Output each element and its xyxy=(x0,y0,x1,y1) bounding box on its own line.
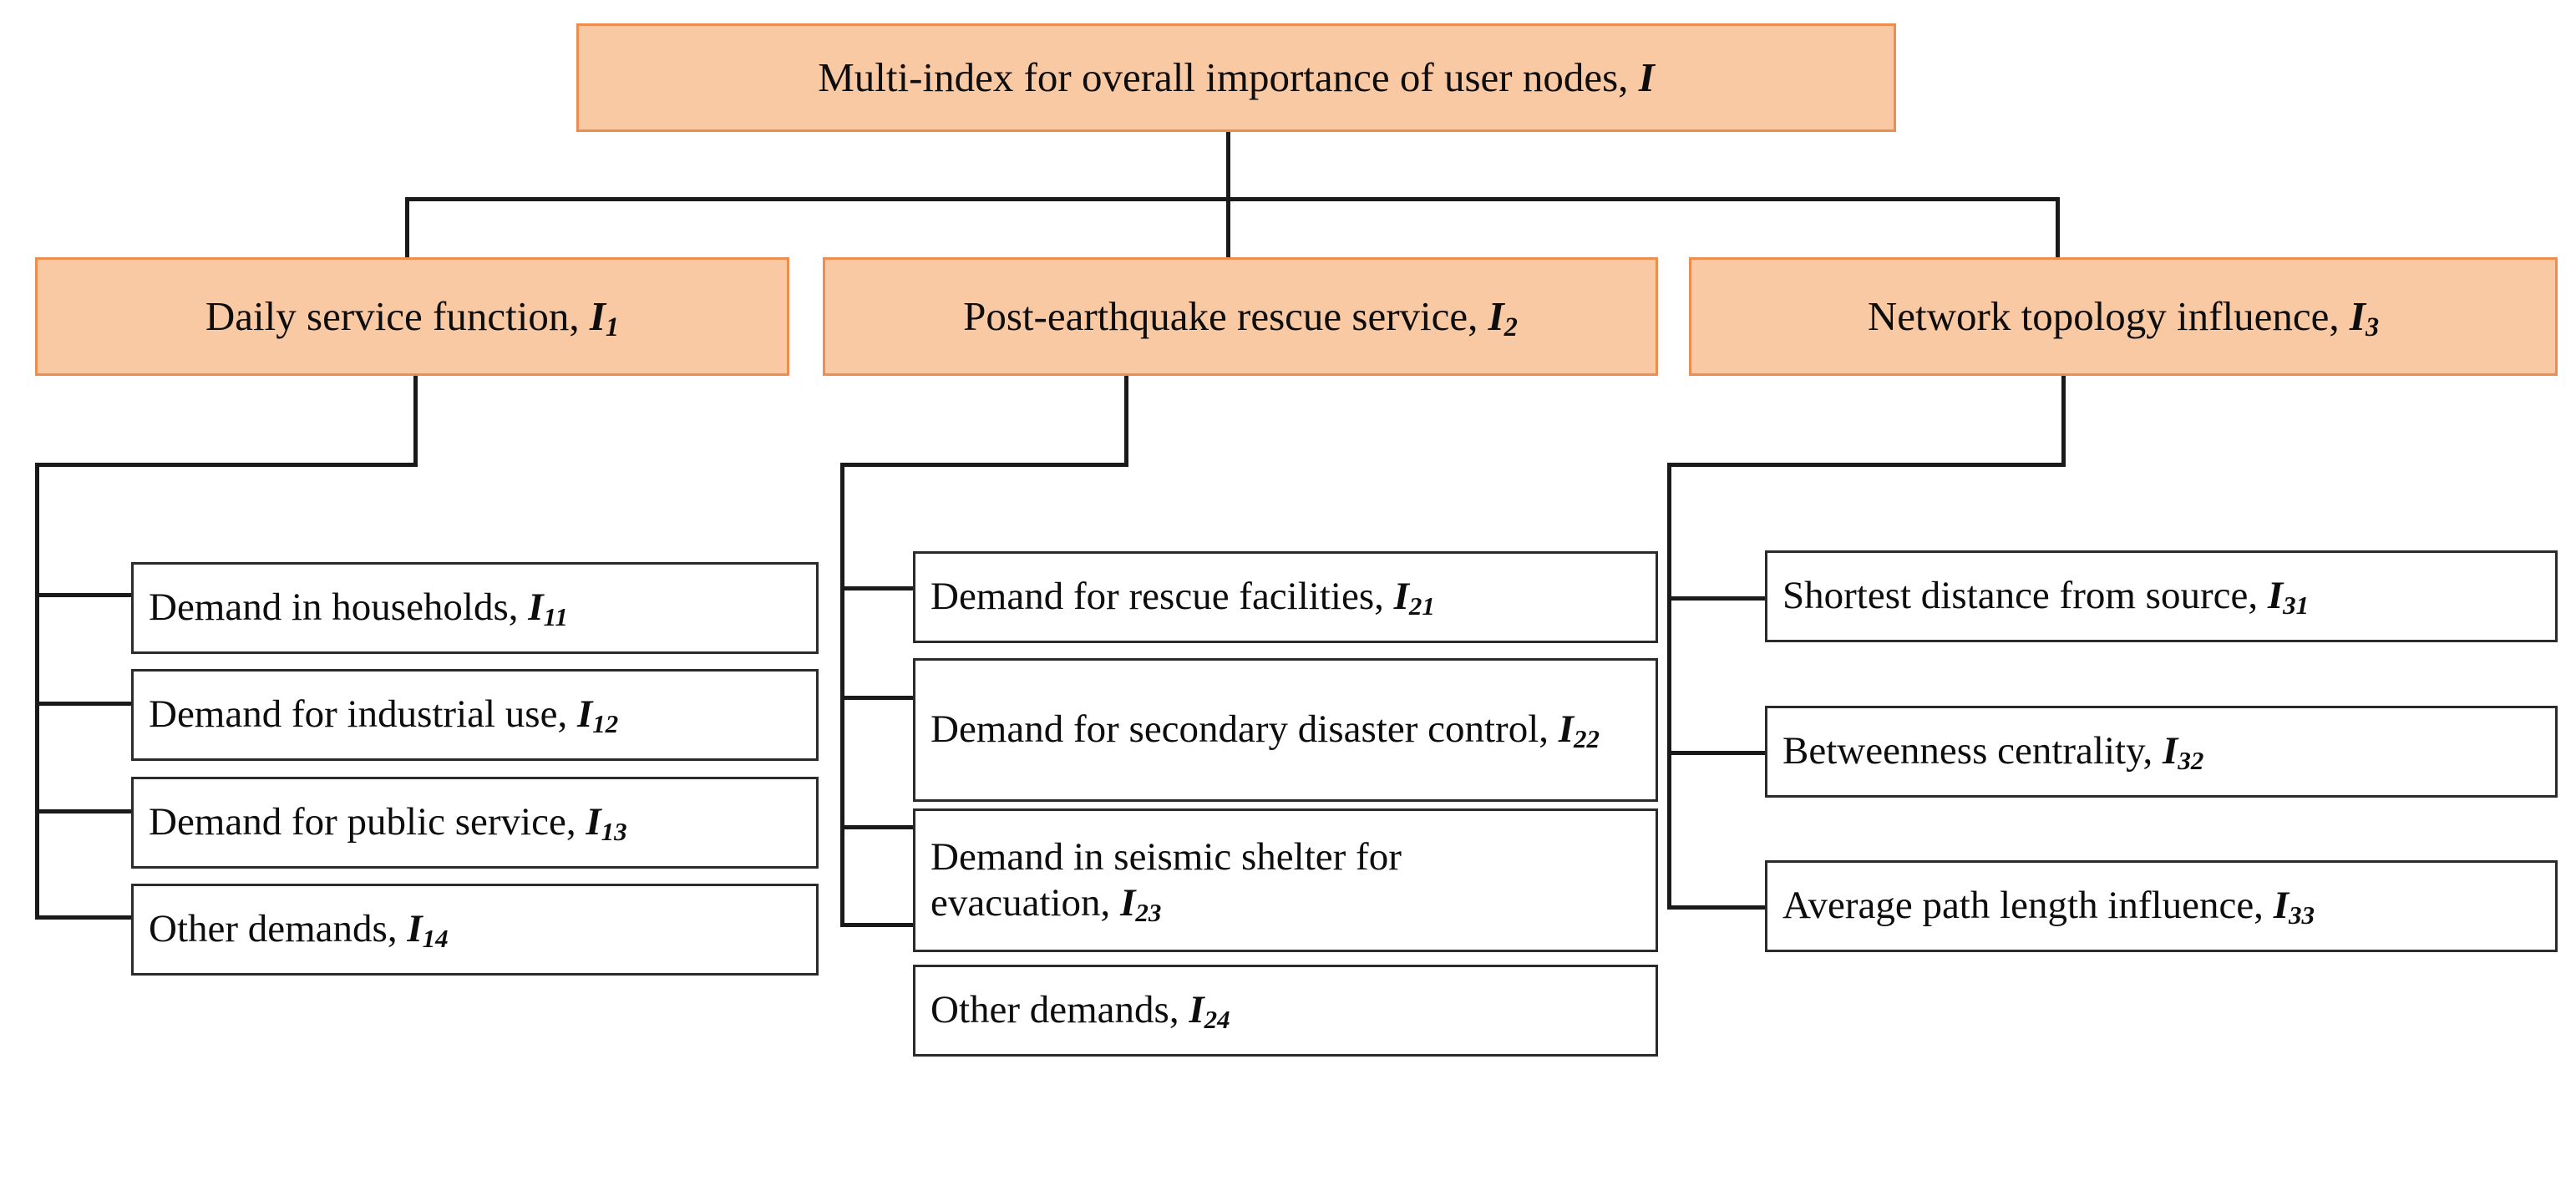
node-branch-2-label: Post-earthquake rescue service, I2 xyxy=(963,293,1518,342)
node-leaf-betweenness-centrality[interactable]: Betweenness centrality, I32 xyxy=(1765,706,2558,798)
connector-branch-3-leaf-3 xyxy=(1667,905,1769,910)
connector-distribution-bar xyxy=(405,197,2059,201)
node-leaf-other-demands-rescue[interactable]: Other demands, I24 xyxy=(913,965,1658,1057)
connector-branch-1-elbow xyxy=(35,463,418,467)
connector-branch-1-leaf-2 xyxy=(35,702,134,706)
node-branch-daily-service-function[interactable]: Daily service function, I1 xyxy=(35,257,789,376)
node-leaf-I23-label: Demand in seismic shelter for evacuation… xyxy=(931,834,1402,927)
node-leaf-demand-in-households[interactable]: Demand in households, I11 xyxy=(131,562,819,654)
connector-branch-1-leaf-1 xyxy=(35,593,134,597)
connector-branch-2-leaf-1 xyxy=(840,586,917,590)
node-leaf-demand-for-secondary-disaster-control[interactable]: Demand for secondary disaster control, I… xyxy=(913,658,1658,802)
node-leaf-I13-label: Demand for public service, I13 xyxy=(149,800,627,847)
connector-branch-2-leaf-4 xyxy=(840,923,917,927)
connector-branch-3-leaf-1 xyxy=(1667,596,1769,601)
connector-branch-2-stem xyxy=(1124,376,1128,466)
node-root-label: Multi-index for overall importance of us… xyxy=(818,54,1655,101)
node-leaf-demand-in-seismic-shelter-for-evacuation[interactable]: Demand in seismic shelter for evacuation… xyxy=(913,808,1658,952)
connector-branch-1-spine xyxy=(35,463,39,919)
connector-branch-1-leaf-4 xyxy=(35,915,134,920)
connector-branch-2-spine xyxy=(840,463,844,926)
node-leaf-I31-label: Shortest distance from source, I31 xyxy=(1782,574,2310,621)
node-leaf-I14-label: Other demands, I14 xyxy=(149,907,449,954)
node-leaf-average-path-length-influence[interactable]: Average path length influence, I33 xyxy=(1765,860,2558,952)
node-leaf-I12-label: Demand for industrial use, I12 xyxy=(149,692,619,739)
node-branch-post-earthquake-rescue-service[interactable]: Post-earthquake rescue service, I2 xyxy=(823,257,1658,376)
connector-branch-2-leaf-3 xyxy=(840,825,917,829)
connector-branch-3-spine xyxy=(1667,463,1671,910)
connector-root-stem xyxy=(1226,132,1230,200)
node-branch-network-topology-influence[interactable]: Network topology influence, I3 xyxy=(1689,257,2558,376)
node-leaf-I32-label: Betweenness centrality, I32 xyxy=(1782,729,2204,776)
node-leaf-demand-for-rescue-facilities[interactable]: Demand for rescue facilities, I21 xyxy=(913,551,1658,643)
connector-branch-1-stem xyxy=(413,376,418,466)
node-leaf-I24-label: Other demands, I24 xyxy=(931,988,1230,1035)
connector-drop-branch-1 xyxy=(405,197,409,259)
connector-branch-3-leaf-2 xyxy=(1667,751,1769,755)
connector-branch-2-elbow xyxy=(840,463,1128,467)
node-leaf-I22-label: Demand for secondary disaster control, I… xyxy=(931,707,1600,754)
node-root-multi-index[interactable]: Multi-index for overall importance of us… xyxy=(576,23,1896,132)
connector-branch-1-leaf-3 xyxy=(35,809,134,813)
connector-drop-branch-3 xyxy=(2056,197,2060,259)
node-branch-3-label: Network topology influence, I3 xyxy=(1867,293,2380,342)
node-leaf-shortest-distance-from-source[interactable]: Shortest distance from source, I31 xyxy=(1765,550,2558,642)
node-leaf-demand-for-public-service[interactable]: Demand for public service, I13 xyxy=(131,777,819,869)
connector-drop-branch-2 xyxy=(1226,197,1230,259)
connector-branch-3-elbow xyxy=(1667,463,2066,467)
node-leaf-I33-label: Average path length influence, I33 xyxy=(1782,884,2315,930)
node-leaf-I21-label: Demand for rescue facilities, I21 xyxy=(931,575,1435,621)
node-leaf-I11-label: Demand in households, I11 xyxy=(149,585,568,632)
node-leaf-other-demands-daily[interactable]: Other demands, I14 xyxy=(131,884,819,976)
node-leaf-demand-for-industrial-use[interactable]: Demand for industrial use, I12 xyxy=(131,669,819,761)
node-branch-1-label: Daily service function, I1 xyxy=(205,293,620,342)
connector-branch-2-leaf-2 xyxy=(840,696,917,700)
connector-branch-3-stem xyxy=(2061,376,2066,466)
